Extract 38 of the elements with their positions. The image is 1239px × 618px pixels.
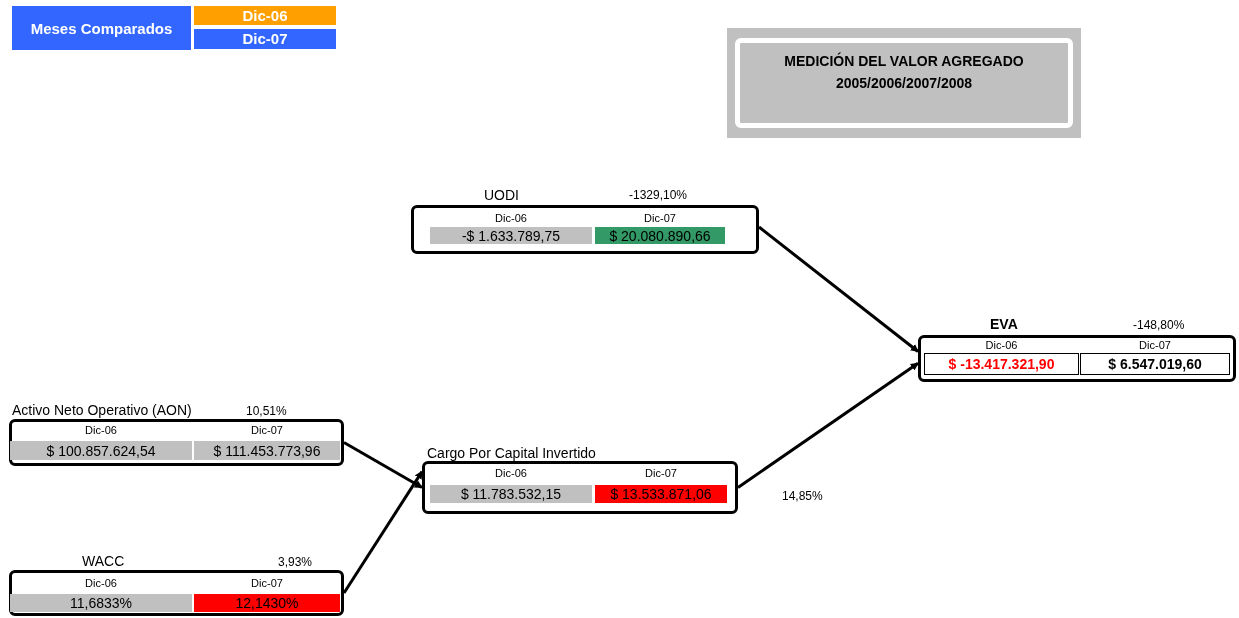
arrow <box>342 470 424 594</box>
percent-change: -148,80% <box>1133 318 1185 332</box>
period-label: Dic-07 <box>250 424 284 436</box>
arrow <box>737 361 919 489</box>
percent-change: -1329,10% <box>629 188 688 202</box>
arrow <box>758 225 919 353</box>
value-cell: 11,6833% <box>10 594 192 612</box>
period-label: Dic-07 <box>1138 339 1172 351</box>
card-heading: EVA <box>990 316 1018 332</box>
period-label: Dic-07 <box>643 212 677 224</box>
value-cell: $ 111.453.773,96 <box>194 441 340 460</box>
value-cell: $ 13.533.871,06 <box>595 485 727 503</box>
card-heading: WACC <box>82 553 125 569</box>
value-cell: 12,1430% <box>194 594 340 612</box>
card-heading: Activo Neto Operativo (AON) <box>12 402 192 418</box>
percent-change: 14,85% <box>782 489 823 503</box>
legend-swatch: Dic-07 <box>194 29 336 49</box>
arrow <box>343 441 423 489</box>
value-cell: -$ 1.633.789,75 <box>430 227 592 244</box>
percent-change: 10,51% <box>246 404 287 418</box>
value-cell: $ 11.783.532,15 <box>430 485 592 503</box>
period-label: Dic-06 <box>494 212 528 224</box>
period-label: Dic-06 <box>84 577 118 589</box>
value-cell: $ 100.857.624,54 <box>10 441 192 460</box>
period-label: Dic-06 <box>494 467 528 479</box>
period-label: Dic-07 <box>644 467 678 479</box>
percent-change: 3,93% <box>278 555 313 569</box>
card-heading: Cargo Por Capital Invertido <box>427 445 596 461</box>
value-cell: $ -13.417.321,90 <box>924 353 1079 375</box>
header-label: Meses Comparados <box>12 6 191 50</box>
period-label: Dic-07 <box>250 577 284 589</box>
period-label: Dic-06 <box>84 424 118 436</box>
card-heading: UODI <box>484 187 519 203</box>
value-cell: $ 6.547.019,60 <box>1080 353 1230 375</box>
period-label: Dic-06 <box>984 339 1019 351</box>
title-text: MEDICIÓN DEL VALOR AGREGADO 2005/2006/2007/2008 <box>735 38 1073 128</box>
value-cell: $ 20.080.890,66 <box>595 227 725 244</box>
legend-swatch: Dic-06 <box>194 6 336 25</box>
